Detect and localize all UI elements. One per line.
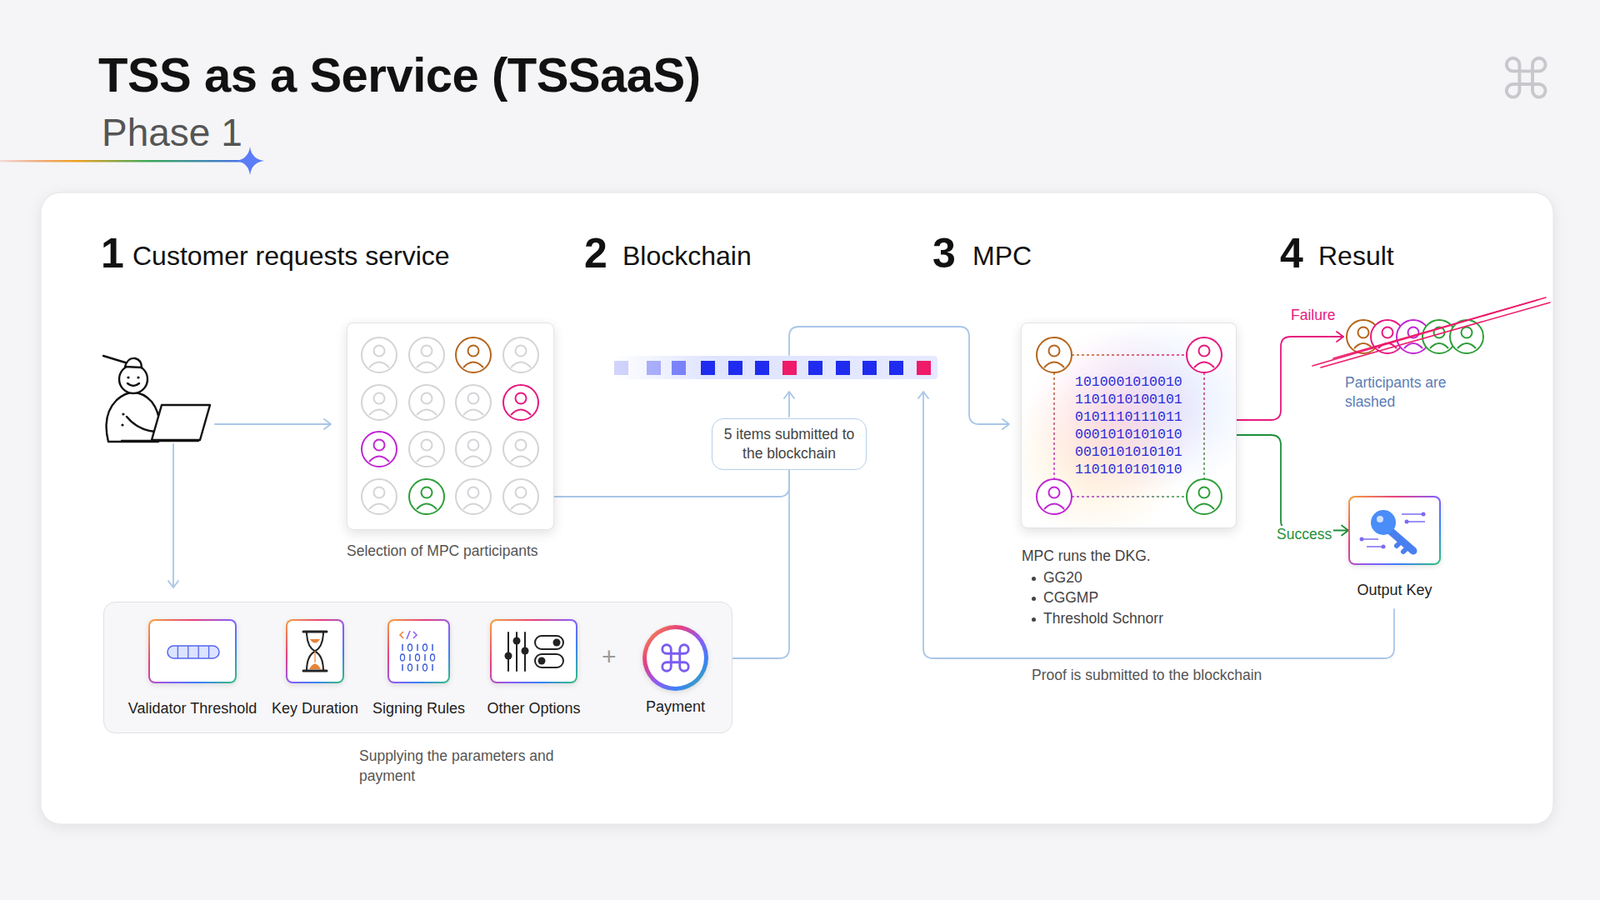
edge-label: Failure — [1289, 306, 1338, 325]
subtitle: Phase 1 — [101, 110, 243, 155]
step-heading: MPC — [972, 240, 1032, 272]
main-panel — [40, 192, 1554, 825]
node-icon — [646, 629, 705, 687]
mpc-dkg-box: 1010001010010 1101010100101 010111011101… — [1020, 322, 1237, 529]
node-text: Participants are slashed — [1345, 373, 1470, 412]
node-text: Output Key — [1356, 581, 1432, 600]
node-icon — [347, 323, 554, 530]
slashed-participants: Participants are slashed — [1343, 318, 1485, 355]
connector — [1236, 435, 1349, 536]
signing-rules-tile: Signing Rules — [387, 619, 450, 684]
brand-logo — [1506, 58, 1546, 98]
node-icon — [1021, 323, 1236, 528]
edge-label: Success — [1275, 525, 1334, 544]
node-text: 5 items submitted to the blockchain — [722, 425, 856, 464]
connector — [1236, 331, 1344, 420]
node-text: Selection of MPC participants — [346, 542, 539, 560]
node-text: Signing Rules — [372, 700, 465, 718]
node-text: Payment — [645, 698, 705, 716]
node-icon — [287, 620, 343, 682]
bullet-dot — [1031, 576, 1036, 581]
step-heading: Blockchain — [622, 240, 752, 272]
payment-token: Payment — [642, 625, 709, 691]
node-icon — [389, 620, 449, 682]
step-heading: Result — [1318, 240, 1395, 272]
bullet-dot — [1031, 617, 1036, 622]
step-number: 4 — [1280, 230, 1304, 279]
node-text: 1010001010010 1101010100101 010111011101… — [1075, 373, 1185, 479]
customer-figure — [103, 355, 210, 442]
node-text: Other Options — [486, 700, 580, 718]
node-text: Supplying the parameters and payment — [359, 745, 576, 786]
slash-lines — [1312, 297, 1550, 368]
other-options-tile: Other Options — [490, 619, 578, 684]
node-text: Key Duration — [271, 700, 359, 718]
step-number: 3 — [932, 230, 956, 279]
step-number: 1 — [100, 230, 125, 279]
bullet-dot — [1031, 596, 1036, 601]
key-duration-tile: Key Duration — [285, 619, 345, 684]
node-text: Validator Threshold — [128, 700, 257, 718]
validator-threshold-tile: Validator Threshold — [148, 619, 237, 684]
node-subtext: CGGMP — [1043, 589, 1099, 607]
step-heading: Customer requests service — [132, 240, 450, 272]
blockchain-bar — [612, 355, 938, 380]
node-icon — [491, 620, 576, 682]
node-subtext: MPC runs the DKG. — [1021, 547, 1151, 565]
step-number: 2 — [584, 230, 608, 279]
node-icon — [150, 620, 235, 682]
connector — [554, 470, 790, 497]
output-key-tile: Output Key — [1348, 495, 1441, 565]
title: TSS as a Service (TSSaaS) — [98, 46, 701, 103]
flow-note: Proof is submitted to the blockchain — [1031, 666, 1262, 685]
parameter-panel: Supplying the parameters and paymentVali… — [103, 601, 733, 734]
node-subtext: GG20 — [1043, 569, 1083, 587]
connector — [732, 470, 790, 659]
accent-line — [0, 160, 250, 163]
node-icon — [1350, 497, 1440, 564]
plus-sign: + — [601, 642, 617, 671]
submission-pill: 5 items submitted to the blockchain — [711, 418, 867, 470]
node-subtext: Threshold Schnorr — [1043, 610, 1164, 628]
participant-pool: Selection of MPC participants — [346, 322, 555, 530]
